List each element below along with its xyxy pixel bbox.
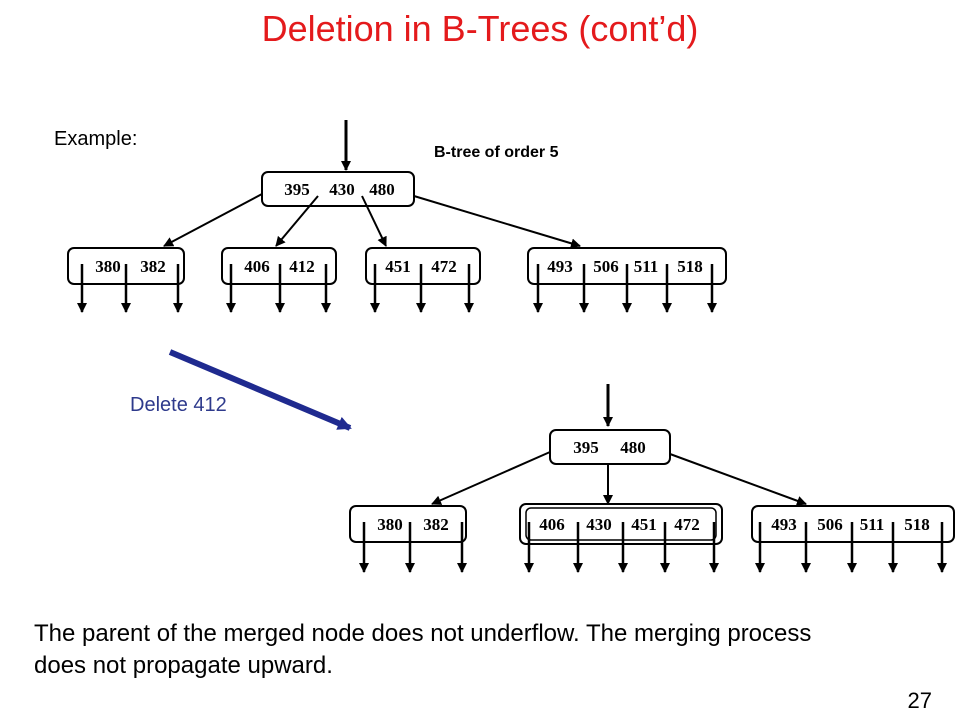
key: 506	[593, 257, 619, 276]
key: 493	[771, 515, 797, 534]
caption: The parent of the merged node does not u…	[34, 618, 934, 682]
example-label: Example:	[54, 128, 138, 150]
tree-edge	[361, 195, 387, 247]
key: 382	[140, 257, 166, 276]
key: 518	[904, 515, 930, 534]
key: 430	[586, 515, 612, 534]
after-leaf-node: 380 382	[349, 505, 467, 543]
delete-operation-label: Delete 412	[130, 394, 227, 416]
key: 472	[674, 515, 700, 534]
after-merged-leaf-node: 406 430 451 472	[519, 503, 723, 545]
key: 395	[284, 180, 310, 199]
tree-edge	[163, 193, 263, 247]
null-pointer-arrows	[77, 264, 717, 313]
tree-edge	[413, 195, 581, 249]
key: 380	[377, 515, 403, 534]
tree-edge	[275, 195, 319, 247]
slide-title: Deletion in B-Trees (cont’d)	[261, 8, 699, 49]
key: 493	[547, 257, 573, 276]
key: 511	[860, 515, 885, 534]
key: 430	[329, 180, 355, 199]
before-tree: 395 430 480 380 382 406 412 451 472	[67, 120, 727, 313]
key: 451	[385, 257, 411, 276]
caption-line: The parent of the merged node does not u…	[34, 620, 812, 647]
key: 406	[244, 257, 270, 276]
null-pointer-arrows	[359, 522, 947, 573]
before-leaf-node: 451 472	[365, 247, 481, 285]
key: 472	[431, 257, 457, 276]
after-root-node: 395 480	[549, 429, 671, 465]
transition-arrow	[168, 349, 352, 431]
key: 395	[573, 438, 599, 457]
after-tree: 395 480 380 382 406 430 451 472 493 506 …	[349, 384, 955, 573]
key: 412	[289, 257, 315, 276]
key: 380	[95, 257, 121, 276]
key: 480	[369, 180, 395, 199]
tree-edge	[431, 451, 551, 505]
key: 382	[423, 515, 449, 534]
key: 406	[539, 515, 565, 534]
tree-order-label: B-tree of order 5	[434, 144, 559, 161]
key: 518	[677, 257, 703, 276]
key: 451	[631, 515, 657, 534]
key: 506	[817, 515, 843, 534]
caption-line: does not propagate upward.	[34, 652, 333, 679]
page-number: 27	[907, 688, 932, 713]
before-root-node: 395 430 480	[261, 171, 415, 207]
key: 480	[620, 438, 646, 457]
key: 511	[634, 257, 659, 276]
tree-edge	[669, 453, 807, 506]
